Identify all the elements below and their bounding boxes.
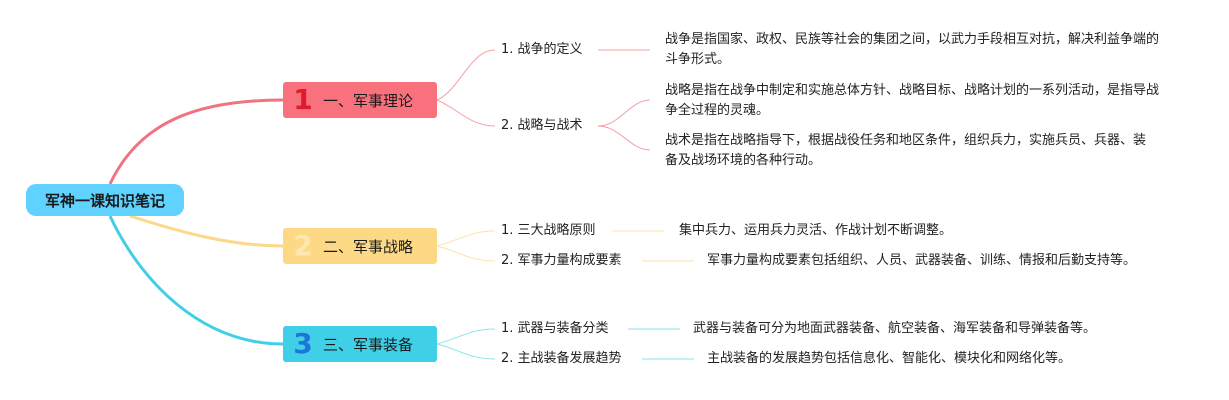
sub-node-weapon-classification[interactable]: 1. 武器与装备分类 [501, 320, 609, 338]
leaf-text: 战略是指在战争中制定和实施总体方针、战略目标、战略计划的一系列活动，是指导战争全… [665, 83, 1160, 118]
sub-label: 1. 战争的定义 [501, 42, 583, 57]
sub-node-three-principles[interactable]: 1. 三大战略原则 [501, 222, 596, 240]
leaf-node[interactable]: 战略是指在战争中制定和实施总体方针、战略目标、战略计划的一系列活动，是指导战争全… [665, 81, 1165, 121]
connector-root-b2 [129, 214, 284, 248]
connector-b1-s1 [436, 49, 496, 101]
branch-military-strategy[interactable]: 2 二、军事战略 [283, 228, 437, 264]
leaf-text: 武器与装备可分为地面武器装备、航空装备、海军装备和导弹装备等。 [693, 321, 1097, 336]
connector-b1-s2 [436, 99, 496, 127]
connector-s2-leaf2 [597, 125, 651, 151]
branch-military-equipment[interactable]: 3 三、军事装备 [283, 326, 437, 362]
leaf-text: 集中兵力、运用兵力灵活、作战计划不断调整。 [679, 223, 953, 238]
sub-label: 2. 战略与战术 [501, 118, 583, 133]
connector-b3-s2 [436, 343, 496, 360]
leaf-text: 主战装备的发展趋势包括信息化、智能化、模块化和网络化等。 [707, 351, 1072, 366]
connector-b3-s1 [436, 328, 496, 345]
root-label: 军神一课知识笔记 [44, 191, 165, 210]
leaf-node[interactable]: 战术是指在战略指导下，根据战役任务和地区条件，组织兵力，实施兵员、兵器、装备及战… [665, 131, 1155, 171]
root-node[interactable]: 军神一课知识笔记 [26, 184, 184, 216]
branch-military-theory[interactable]: 1 一、军事理论 [283, 82, 437, 118]
connector-root-b3 [108, 215, 284, 346]
sub-label: 2. 军事力量构成要素 [501, 253, 622, 268]
leaf-node[interactable]: 主战装备的发展趋势包括信息化、智能化、模块化和网络化等。 [707, 349, 1207, 369]
sub-label: 2. 主战装备发展趋势 [501, 351, 622, 366]
leaf-node[interactable]: 集中兵力、运用兵力灵活、作战计划不断调整。 [679, 221, 1199, 241]
connector-s2-leaf1 [597, 99, 651, 127]
branch-label: 二、军事战略 [323, 237, 414, 256]
leaf-text: 战术是指在战略指导下，根据战役任务和地区条件，组织兵力，实施兵员、兵器、装备及战… [665, 133, 1147, 168]
sub-node-war-definition[interactable]: 1. 战争的定义 [501, 41, 583, 59]
leaf-node[interactable]: 战争是指国家、政权、民族等社会的集团之间，以武力手段相互对抗，解决利益争端的斗争… [665, 30, 1165, 70]
leaf-text: 军事力量构成要素包括组织、人员、武器装备、训练、情报和后勤支持等。 [707, 253, 1137, 268]
sub-node-strategy-tactics[interactable]: 2. 战略与战术 [501, 117, 583, 135]
branch-label: 三、军事装备 [323, 335, 414, 354]
sub-node-equipment-trends[interactable]: 2. 主战装备发展趋势 [501, 350, 622, 368]
connector-b2-s1 [436, 230, 496, 247]
connector-b2-s2 [436, 245, 496, 262]
sub-label: 1. 武器与装备分类 [501, 321, 609, 336]
sub-node-force-elements[interactable]: 2. 军事力量构成要素 [501, 252, 622, 270]
sub-label: 1. 三大战略原则 [501, 223, 596, 238]
leaf-text: 战争是指国家、政权、民族等社会的集团之间，以武力手段相互对抗，解决利益争端的斗争… [665, 32, 1160, 67]
connector-root-b1 [108, 98, 284, 185]
branch-number-badge: 2 [293, 229, 313, 262]
leaf-node[interactable]: 军事力量构成要素包括组织、人员、武器装备、训练、情报和后勤支持等。 [707, 251, 1207, 271]
branch-number-badge: 3 [293, 327, 313, 360]
branch-label: 一、军事理论 [323, 91, 414, 110]
leaf-node[interactable]: 武器与装备可分为地面武器装备、航空装备、海军装备和导弹装备等。 [693, 319, 1203, 339]
branch-number-badge: 1 [293, 83, 313, 116]
